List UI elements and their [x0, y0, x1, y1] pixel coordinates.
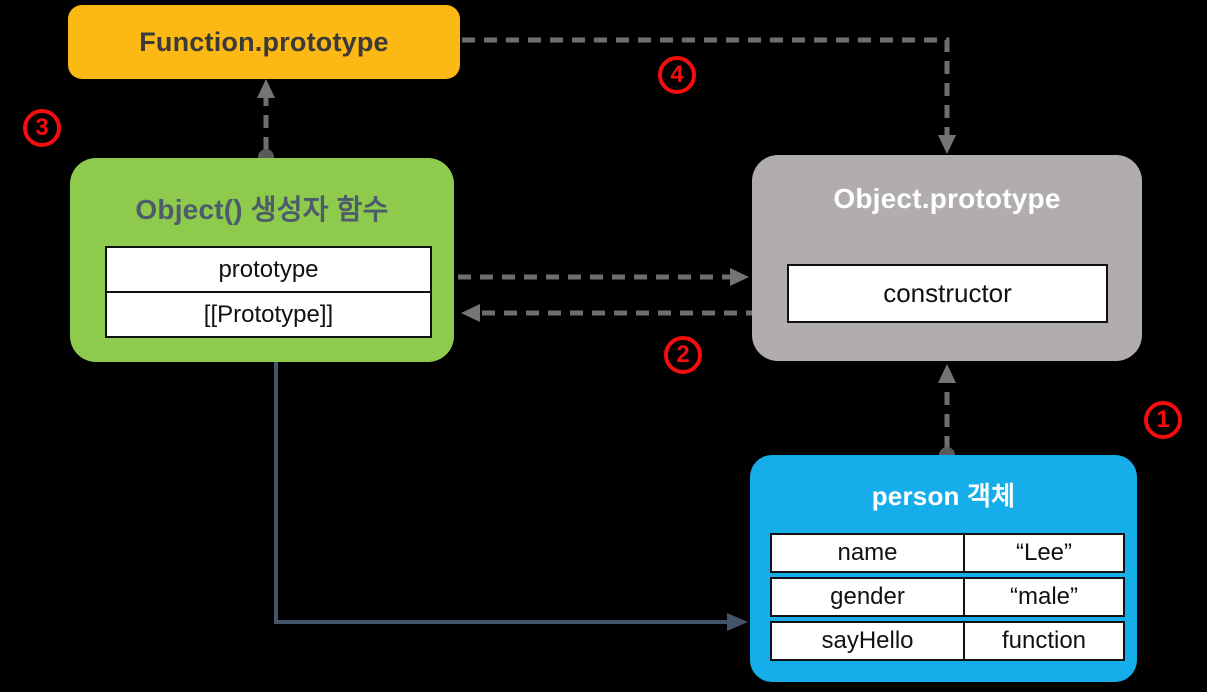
property-key: gender — [772, 579, 965, 615]
arrow-constructor-to-function-prototype — [257, 79, 275, 165]
arrow-function-prototype-to-object-prototype — [462, 37, 956, 154]
box-person-object: person 객체 name “Lee” gender “male” sayHe… — [750, 455, 1137, 682]
slot-internal-prototype: [[Prototype]] — [107, 291, 430, 336]
table-row: name “Lee” — [770, 533, 1125, 573]
step-badge-1: 1 — [1144, 401, 1182, 439]
property-value: “Lee” — [1015, 539, 1073, 566]
step-badge-3: 3 — [23, 109, 61, 147]
arrow-person-to-object-prototype — [938, 364, 956, 463]
box-function-prototype-title: Function.prototype — [139, 26, 389, 57]
box-object-constructor-function: Object() 생성자 함수 prototype [[Prototype]] — [70, 158, 454, 362]
box-object-constructor-title: Object() 생성자 함수 — [135, 194, 389, 225]
table-row: gender “male” — [770, 577, 1125, 617]
box-person-object-title: person 객체 — [871, 481, 1016, 511]
box-function-prototype: Function.prototype — [68, 5, 460, 79]
table-row: sayHello function — [770, 621, 1125, 661]
step-badge-2: 2 — [664, 336, 702, 374]
constructor-slot-stack: prototype [[Prototype]] — [105, 246, 432, 338]
property-key: sayHello — [772, 623, 965, 659]
property-value: “male” — [1009, 583, 1078, 610]
arrow-prototype-slot-to-object-prototype — [422, 268, 749, 286]
property-key: name — [772, 535, 965, 571]
box-object-prototype-title: Object.prototype — [833, 183, 1061, 214]
slot-prototype: prototype — [218, 255, 319, 283]
property-value: function — [1001, 627, 1087, 654]
arrow-constructor-slot-to-internal-prototype — [461, 304, 795, 322]
person-property-table: name “Lee” gender “male” sayHello functi… — [770, 533, 1125, 661]
step-badge-4: 4 — [658, 56, 696, 94]
box-object-prototype: Object.prototype constructor — [752, 155, 1142, 361]
slot-constructor: constructor — [787, 264, 1108, 323]
arrow-object-constructor-to-person — [274, 362, 748, 631]
